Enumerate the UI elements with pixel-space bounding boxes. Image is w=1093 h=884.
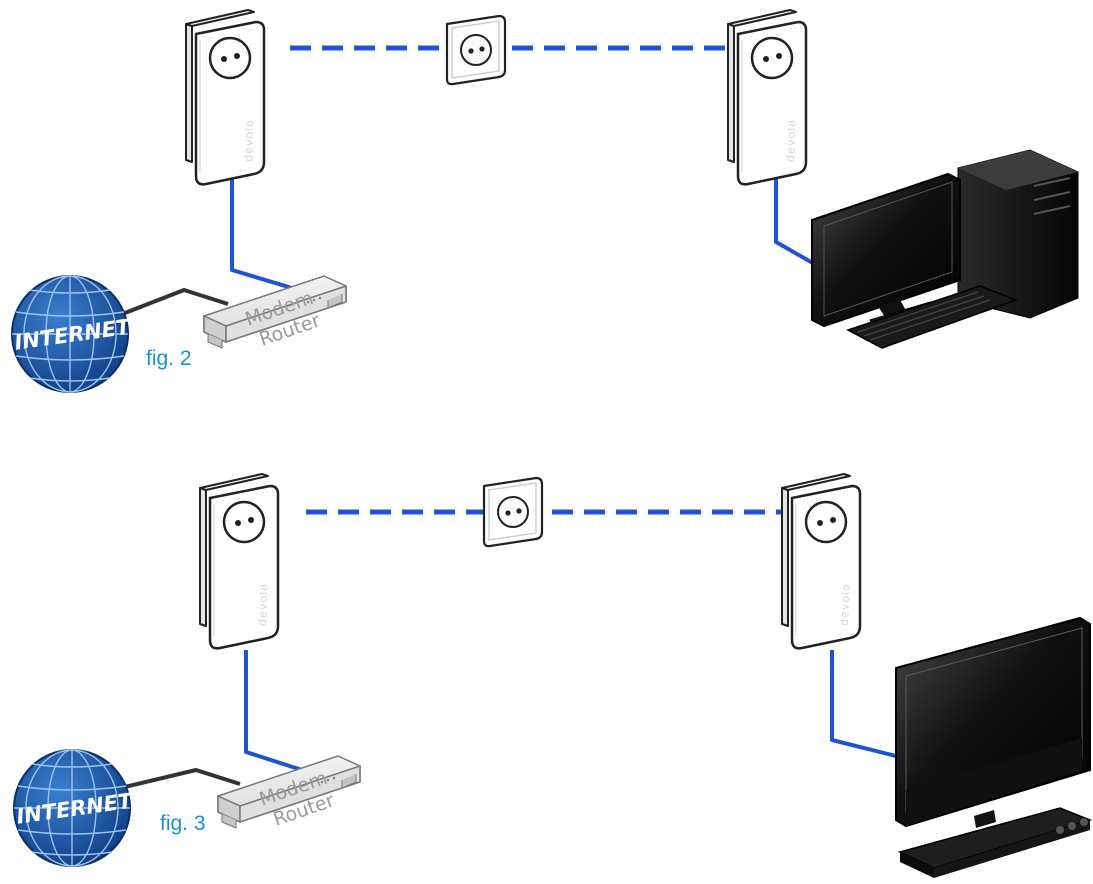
figure-caption: fig. 3 bbox=[160, 812, 206, 835]
ethernet-cable-computer bbox=[774, 178, 819, 268]
ethernet-cable-tv bbox=[830, 650, 897, 758]
internet-cable bbox=[111, 768, 241, 792]
television-icon bbox=[895, 616, 1093, 878]
wall-socket bbox=[445, 14, 507, 86]
adapter-brand-left: devolo bbox=[256, 583, 270, 626]
internet-globe-icon: INTERNET bbox=[11, 275, 133, 393]
figure-2: devolo devolo Modem Router INTERNET fig.… bbox=[11, 8, 1079, 393]
internet-globe-icon: INTERNET bbox=[13, 749, 135, 867]
adapter-brand-right: devolo bbox=[784, 119, 798, 162]
internet-cable bbox=[111, 288, 229, 320]
desktop-computer-icon bbox=[811, 149, 1079, 349]
wall-socket bbox=[482, 476, 544, 548]
figure-3: devolo devolo Modem Router INTERNET fig.… bbox=[13, 472, 1093, 878]
ethernet-cable-router bbox=[244, 650, 303, 772]
adapter-brand-left: devolo bbox=[242, 119, 256, 162]
ethernet-cable-router bbox=[230, 178, 293, 290]
figure-caption: fig. 2 bbox=[146, 347, 192, 370]
adapter-brand-right: devolo bbox=[838, 583, 852, 626]
